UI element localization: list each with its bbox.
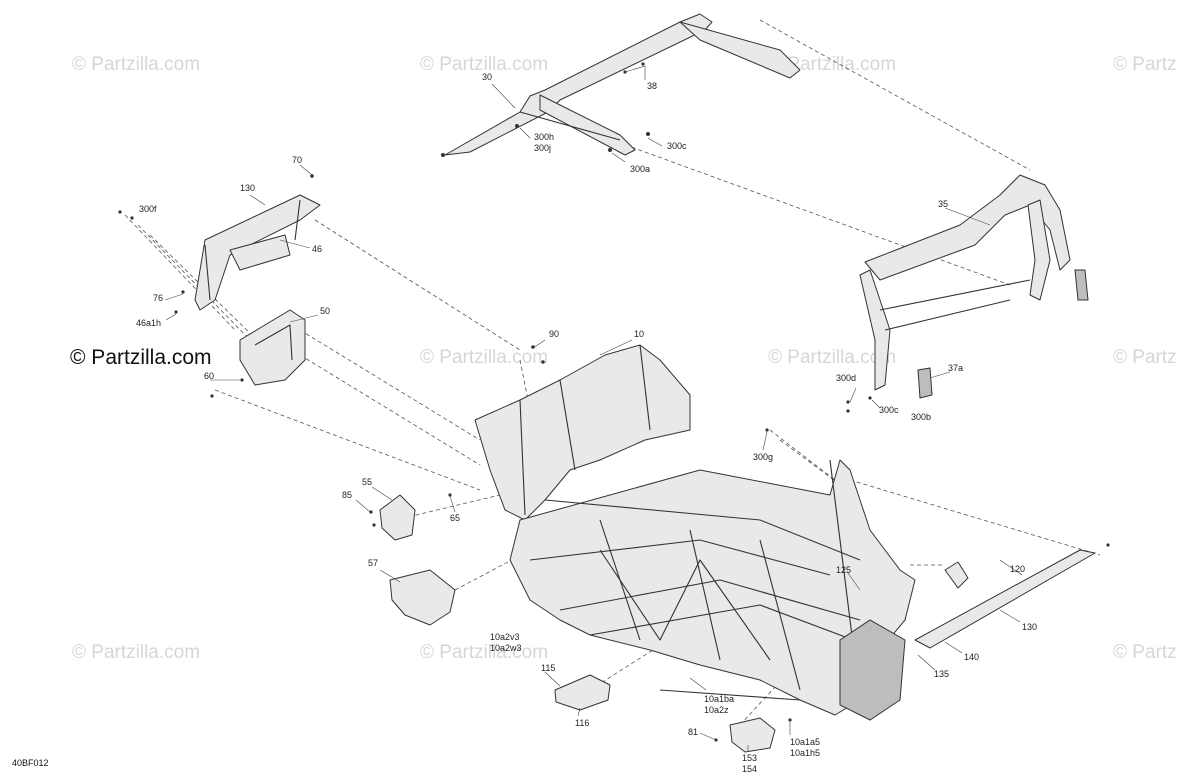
leader-lines bbox=[164, 65, 1023, 752]
part-label: 153 bbox=[742, 753, 757, 763]
part-label: 90 bbox=[549, 329, 559, 339]
watermark: © Partzilla.com bbox=[420, 642, 548, 663]
part-label: 10 bbox=[634, 329, 644, 339]
part-label: 55 bbox=[362, 477, 372, 487]
part-label: 120 bbox=[1010, 564, 1025, 574]
watermark-strong: © Partzilla.com bbox=[70, 346, 212, 369]
part-label: 70 bbox=[292, 155, 302, 165]
part-label: 130 bbox=[1022, 622, 1037, 632]
rear-roll-cage bbox=[859, 174, 1089, 399]
part-label: 10a1h5 bbox=[790, 748, 820, 758]
watermark: © Partzilla.com bbox=[72, 642, 200, 663]
part-label: 35 bbox=[938, 199, 948, 209]
fasteners bbox=[118, 62, 1110, 742]
rear-bar bbox=[914, 549, 1096, 649]
roof-front-bar bbox=[444, 13, 801, 156]
part-label: 37a bbox=[948, 363, 963, 373]
part-label: 130 bbox=[240, 183, 255, 193]
diagram-code: 40BF012 bbox=[12, 758, 49, 768]
part-label: 154 bbox=[742, 764, 757, 774]
part-label: 300b bbox=[911, 412, 931, 422]
part-label: 116 bbox=[575, 718, 589, 728]
part-label: 57 bbox=[368, 558, 378, 568]
part-label: 300h bbox=[534, 132, 554, 142]
part-label: 81 bbox=[688, 727, 698, 737]
watermark: © Partz bbox=[1113, 54, 1177, 75]
part-label: 76 bbox=[153, 293, 163, 303]
watermark: © Partz bbox=[1113, 642, 1177, 663]
part-label: 300g bbox=[753, 452, 773, 462]
part-label: 30 bbox=[482, 72, 492, 82]
seat-support bbox=[239, 309, 306, 386]
part-label: 140 bbox=[964, 652, 979, 662]
part-label: 300c bbox=[667, 141, 687, 151]
part-label: 50 bbox=[320, 306, 330, 316]
part-label: 300d bbox=[836, 373, 856, 383]
side-brackets bbox=[379, 494, 456, 626]
part-label: 65 bbox=[450, 513, 460, 523]
part-label: 125 bbox=[836, 565, 851, 575]
part-label: 135 bbox=[934, 669, 949, 679]
upper-bracket bbox=[194, 194, 321, 311]
part-label: 115 bbox=[541, 663, 555, 673]
part-label: 300j bbox=[534, 143, 551, 153]
part-label: 46a1h bbox=[136, 318, 161, 328]
watermark: © Partzilla.com bbox=[420, 54, 548, 75]
part-label: 10a1a5 bbox=[790, 737, 820, 747]
watermark: © Partz bbox=[1113, 347, 1177, 368]
watermark: © Partzilla.com bbox=[768, 347, 896, 368]
part-label: 300f bbox=[139, 204, 157, 214]
part-label: 60 bbox=[204, 371, 214, 381]
bottom-brackets bbox=[554, 674, 776, 753]
part-label: 10a1ba bbox=[704, 694, 734, 704]
part-label: 300c bbox=[879, 405, 899, 415]
part-label: 46 bbox=[312, 244, 322, 254]
part-label: 38 bbox=[647, 81, 657, 91]
watermark: © Partzilla.com bbox=[72, 54, 200, 75]
watermark: © Partzilla.com bbox=[420, 347, 548, 368]
part-label: 10a2v3 bbox=[490, 632, 520, 642]
main-chassis bbox=[474, 344, 916, 721]
part-label: 10a2w3 bbox=[490, 643, 522, 653]
part-label: 10a2z bbox=[704, 705, 729, 715]
part-label: 85 bbox=[342, 490, 352, 500]
part-label: 300a bbox=[630, 164, 650, 174]
part-labels: 30 38 300h 300j 300c 300a 35 37a 300d 30… bbox=[12, 72, 1037, 774]
